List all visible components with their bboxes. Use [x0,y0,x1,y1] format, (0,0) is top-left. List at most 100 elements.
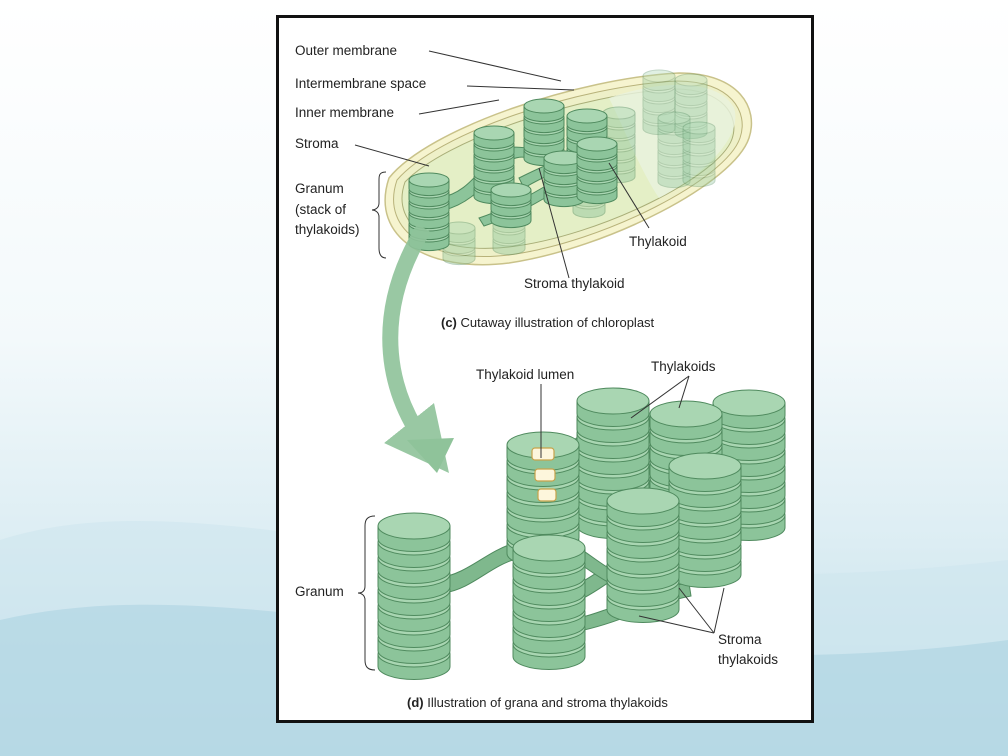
thylakoid-disc-top [642,102,676,116]
thylakoid-disc [674,79,708,96]
thylakoid-disc [572,202,606,219]
label-thylakoid: Thylakoid [629,234,687,249]
thylakoid-disc [642,108,676,125]
bottom-grana-group [377,387,786,680]
granum-stack-back-8 [442,221,476,266]
caption-c-letter: (c) [441,315,457,330]
thylakoid-disc-top [649,400,723,428]
thylakoid-disc-top [712,389,786,417]
thylakoid-disc-top [642,113,676,127]
thylakoid-disc [674,101,708,118]
thylakoid-disc [642,75,676,92]
thylakoid-disc-top [602,106,636,120]
label-stroma-thylakoid: Stroma thylakoid [524,276,625,291]
label-granum-line3: thylakoids) [295,222,360,237]
granum-middle-front [512,534,586,670]
thylakoid-disc-top [657,155,691,169]
label-stroma-thylakoids-line1: Stroma [718,632,762,647]
thylakoid-disc-top [674,117,708,131]
thylakoid-disc-top [523,98,565,114]
granum-back-left [576,387,650,539]
caption-c-text: Cutaway illustration of chloroplast [460,315,655,330]
thylakoid-disc-top [674,73,708,87]
label-outer-membrane: Outer membrane [295,43,398,58]
thylakoid-disc [657,117,691,134]
thylakoid-disc [442,238,476,255]
label-stroma-thylakoids-line2: thylakoids [718,652,779,667]
thylakoid-disc [657,161,691,178]
thylakoid-disc-top [408,172,450,188]
caption-c: (c) Cutaway illustration of chloroplast [441,315,654,330]
label-thylakoid-lumen: Thylakoid lumen [476,367,575,382]
thylakoid-disc-top [576,387,650,415]
thylakoid-disc-top [674,106,708,120]
thylakoid-disc-top [682,143,716,157]
thylakoid-disc [674,123,708,140]
granum-stack-back-1 [642,69,676,136]
thylakoid-disc [442,249,476,266]
label-inner-membrane: Inner membrane [295,105,395,120]
thylakoid-disc [642,86,676,103]
thylakoid-disc [657,139,691,156]
thylakoid-disc-top [442,243,476,257]
figure-frame: Outer membrane Intermembrane space Inner… [276,15,814,723]
caption-d-text: Illustration of grana and stroma thylako… [427,695,668,710]
thylakoid-disc-top [606,487,680,515]
granum-back-right [712,389,786,541]
granum-stack-back-3 [657,111,691,189]
thylakoid-disc [657,150,691,167]
thylakoid-disc-top [682,165,716,179]
thylakoid-disc [682,127,716,144]
thylakoid-disc [674,112,708,129]
thylakoid-disc [674,90,708,107]
granum-stack-back-4 [682,121,716,188]
thylakoid-disc-top [473,125,515,141]
thylakoid-disc [492,228,526,245]
top-grana-group [408,69,716,266]
thylakoid-disc-top [657,122,691,136]
label-granum-line1: Granum [295,181,344,196]
thylakoid-disc-top [377,512,451,540]
thylakoid-disc [657,172,691,189]
thylakoid-disc [642,119,676,136]
thylakoid-disc-top [642,80,676,94]
granum-stack-7 [576,136,618,205]
thylakoid-disc-top [642,69,676,83]
thylakoid-disc-top [682,121,716,135]
label-intermembrane-space: Intermembrane space [295,76,427,91]
zoom-arrowhead [407,438,454,473]
label-granum-bottom: Granum [295,584,344,599]
thylakoid-disc [682,160,716,177]
zoom-arrow [382,223,449,473]
label-granum-line2: (stack of [295,202,347,217]
thylakoid-disc-top [642,91,676,105]
thylakoid-disc [657,128,691,145]
caption-d-letter: (d) [407,695,424,710]
thylakoid-disc [682,138,716,155]
thylakoid-disc-top [674,84,708,98]
thylakoid-disc-top [492,233,526,247]
thylakoid-disc-top [657,144,691,158]
thylakoid-disc-top [668,452,742,480]
thylakoid-disc-top [490,182,532,198]
thylakoid-disc [492,239,526,256]
granum-left-front [377,512,451,680]
thylakoid-disc-top [682,154,716,168]
thylakoid-disc-top [682,132,716,146]
thylakoid-disc-top [657,133,691,147]
label-stroma: Stroma [295,136,339,151]
leader-lines [354,50,725,671]
thylakoid-disc-top [674,95,708,109]
label-thylakoids: Thylakoids [651,359,716,374]
thylakoid-disc-top [512,534,586,562]
chloroplast-diagram [354,50,786,680]
caption-d: (d) Illustration of grana and stroma thy… [407,695,668,710]
thylakoid-disc-top [657,166,691,180]
thylakoid-disc-top [576,136,618,152]
thylakoid-disc [682,171,716,188]
granum-right-front [668,452,742,588]
granum-stack-back-2 [674,73,708,140]
thylakoid-disc-top [566,108,608,124]
thylakoid-disc-top [657,111,691,125]
thylakoid-lumen-cutaway [531,447,557,502]
